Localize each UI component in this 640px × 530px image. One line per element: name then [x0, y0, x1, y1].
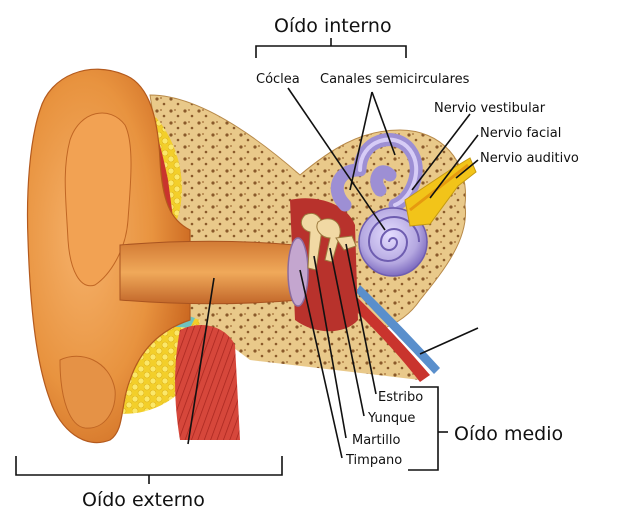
leader-semicircular-b [371, 91, 396, 156]
leader-malleus [313, 255, 347, 439]
leader-stapes [345, 243, 377, 395]
bracket-inner-ear [255, 38, 407, 58]
leader-facial [429, 134, 479, 199]
semicircular-canals-highlight [358, 137, 419, 207]
label-incus: Yunque [367, 411, 415, 426]
label-eardrum: Timpano [345, 453, 402, 468]
leader-outer-ear [187, 277, 215, 445]
incus [316, 218, 341, 263]
section-outer-ear: Oído externo [82, 489, 205, 511]
label-semicircular-canals: Canales semicirculares [320, 72, 470, 87]
leader-vestibular [411, 113, 471, 191]
label-malleus: Martillo [352, 433, 400, 448]
auricle-inner-fold [64, 112, 132, 287]
section-inner-ear: Oído interno [274, 15, 392, 37]
eardrum [287, 237, 309, 307]
bracket-middle-ear [408, 386, 448, 471]
auricle-lobe [59, 355, 116, 429]
cochlea-spiral [367, 216, 420, 262]
leader-fourth [419, 327, 479, 355]
ear-canal [119, 240, 301, 305]
leader-eardrum [299, 269, 343, 459]
bracket-outer-ear [15, 456, 283, 484]
carotid-band [345, 290, 430, 382]
leader-auditory [455, 159, 479, 179]
label-vestibular-nerve: Nervio vestibular [434, 101, 546, 116]
label-auditory-nerve: Nervio auditivo [480, 151, 579, 166]
label-stapes: Estribo [378, 390, 423, 405]
leader-semicircular-a [349, 91, 373, 191]
leader-incus [329, 247, 365, 417]
muscle-tissue [175, 325, 240, 440]
label-facial-nerve: Nervio facial [480, 126, 561, 141]
leader-cochlea [287, 87, 386, 231]
section-middle-ear: Oído medio [454, 423, 563, 445]
label-cochlea: Cóclea [256, 72, 300, 87]
leader-lines [187, 87, 479, 459]
blue-vessel [356, 285, 440, 374]
stapes [335, 235, 357, 251]
